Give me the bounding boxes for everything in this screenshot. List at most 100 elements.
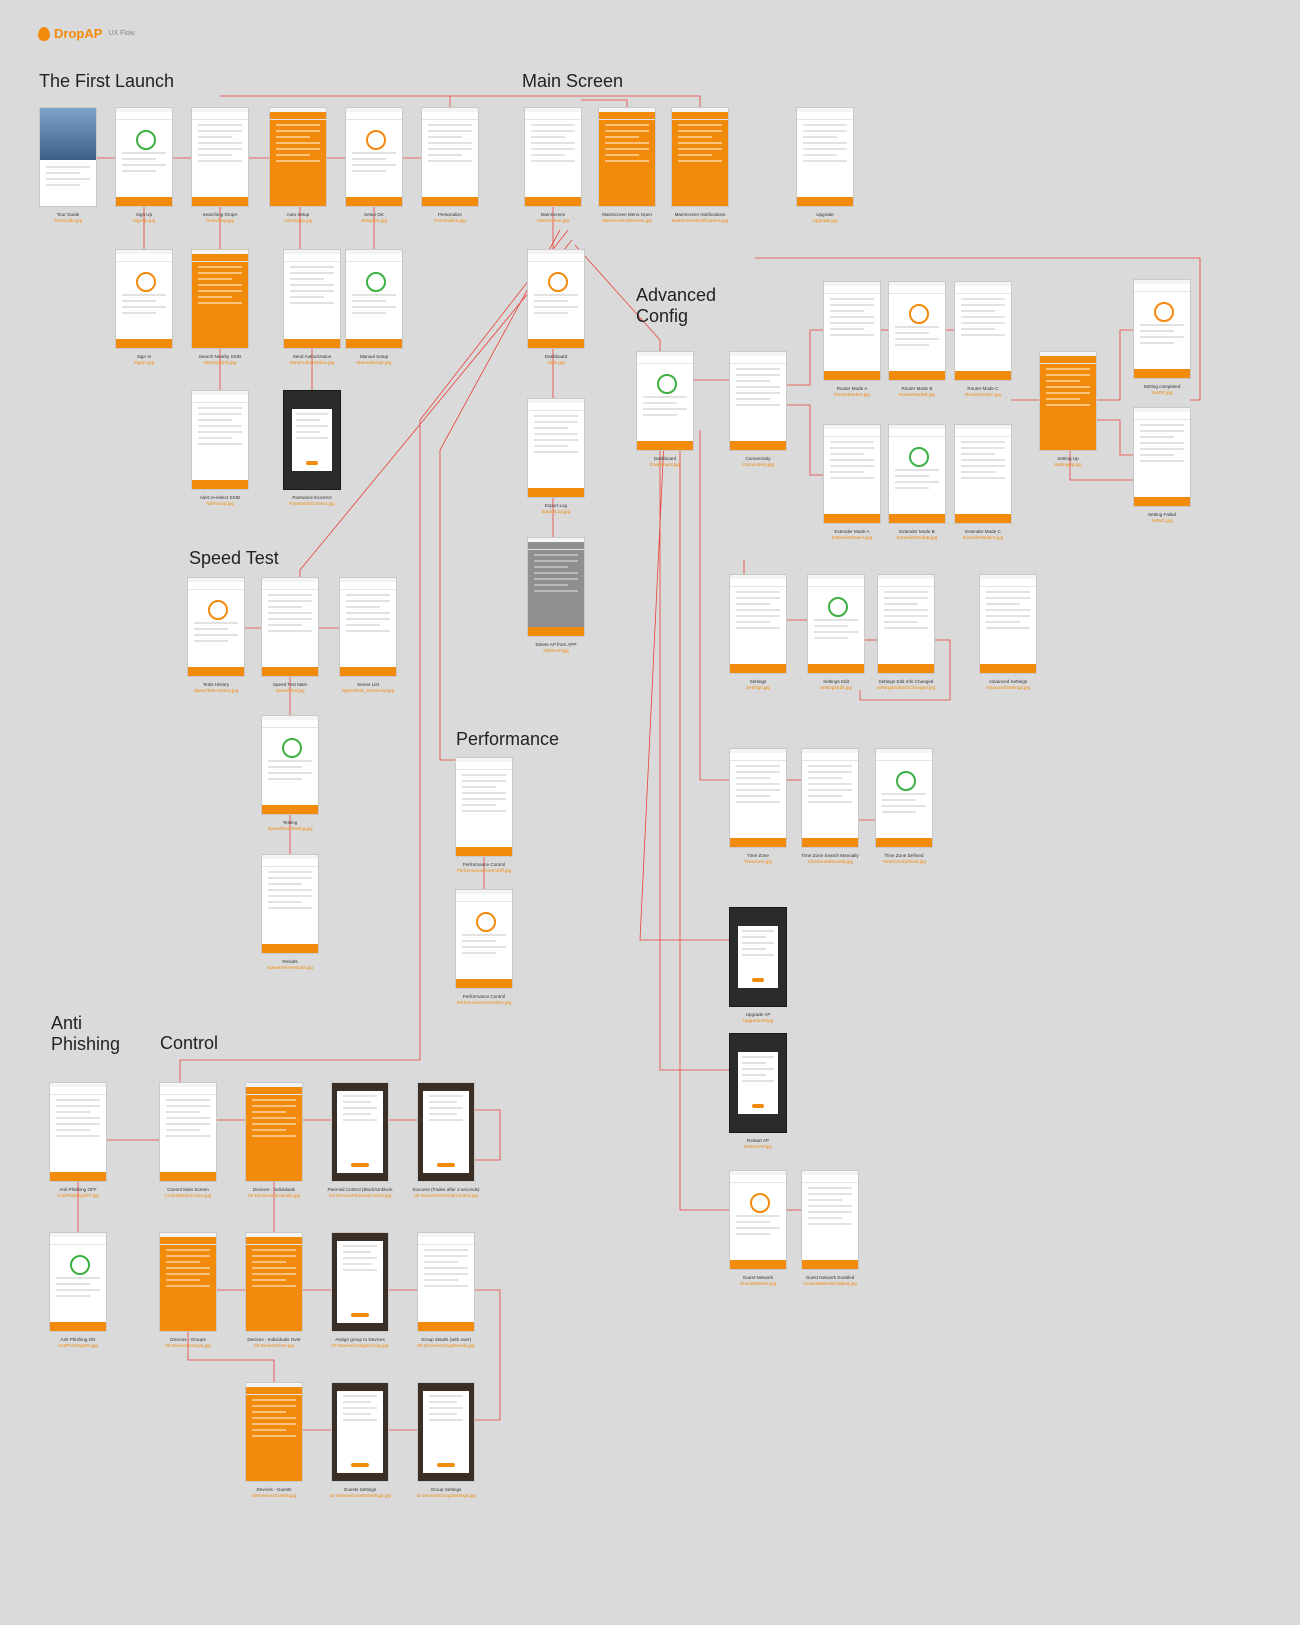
bottom-action-bar[interactable]: [797, 197, 853, 206]
bottom-action-bar[interactable]: [284, 339, 340, 348]
bottom-action-bar[interactable]: [824, 514, 880, 523]
bottom-action-bar[interactable]: [730, 664, 786, 673]
bottom-action-bar[interactable]: [802, 1260, 858, 1269]
flow-arrow: [581, 99, 628, 108]
placeholder-line: [46, 172, 80, 174]
bottom-action-bar[interactable]: [878, 664, 934, 673]
bottom-action-bar[interactable]: [456, 979, 512, 988]
bottom-action-bar[interactable]: [262, 667, 318, 676]
nav-header: [808, 579, 864, 587]
placeholder-line: [736, 597, 780, 599]
placeholder-line: [882, 793, 926, 795]
screen-title: Anti Phishing ON: [60, 1337, 96, 1342]
bottom-action-bar[interactable]: [730, 838, 786, 847]
bottom-action-bar[interactable]: [192, 197, 248, 206]
modal-button[interactable]: [437, 1463, 455, 1467]
bottom-action-bar[interactable]: [456, 847, 512, 856]
modal-button[interactable]: [437, 1163, 455, 1167]
bottom-action-bar[interactable]: [116, 339, 172, 348]
bottom-action-bar[interactable]: [116, 197, 172, 206]
placeholder-line: [1046, 386, 1090, 388]
screen-filename: 04-DevicesParentalControl.jpg: [328, 1193, 392, 1198]
bottom-action-bar[interactable]: [528, 627, 584, 636]
bottom-action-bar[interactable]: [346, 339, 402, 348]
bottom-action-bar[interactable]: [955, 514, 1011, 523]
placeholder-line: [736, 380, 770, 382]
bottom-action-bar[interactable]: [262, 805, 318, 814]
bottom-action-bar[interactable]: [192, 480, 248, 489]
status-circle-icon: [366, 272, 386, 292]
status-bar: [192, 108, 248, 112]
screen-title: MainScreen: [540, 212, 566, 217]
screen-title: Setup OK: [364, 212, 384, 217]
bottom-action-bar[interactable]: [730, 1260, 786, 1269]
bottom-action-bar[interactable]: [802, 838, 858, 847]
bottom-action-bar[interactable]: [528, 339, 584, 348]
placeholder-line: [678, 136, 712, 138]
placeholder-line: [429, 1107, 463, 1109]
bottom-action-bar[interactable]: [1134, 497, 1190, 506]
modal-button[interactable]: [351, 1463, 369, 1467]
bottom-action-bar[interactable]: [340, 667, 396, 676]
placeholder-line: [198, 431, 242, 433]
bottom-action-bar[interactable]: [262, 944, 318, 953]
bottom-action-bar[interactable]: [188, 667, 244, 676]
modal-button[interactable]: [752, 978, 764, 982]
placeholder-line: [462, 946, 506, 948]
bottom-action-bar[interactable]: [50, 1322, 106, 1331]
bottom-action-bar[interactable]: [889, 371, 945, 380]
screen-filename: 05-SuccessParentalControl.jpg: [414, 1193, 478, 1198]
bottom-action-bar[interactable]: [160, 1172, 216, 1181]
bottom-action-bar[interactable]: [1134, 369, 1190, 378]
bottom-action-bar[interactable]: [824, 371, 880, 380]
modal-button[interactable]: [306, 461, 318, 465]
bottom-action-bar[interactable]: [418, 1322, 474, 1331]
placeholder-line: [808, 789, 852, 791]
placeholder-line: [1046, 374, 1090, 376]
bottom-action-bar[interactable]: [525, 197, 581, 206]
bottom-action-bar[interactable]: [50, 1172, 106, 1181]
status-bar: [730, 575, 786, 579]
placeholder-line: [343, 1113, 371, 1115]
placeholder-line: [742, 1080, 774, 1082]
flow-arrow: [786, 329, 824, 386]
modal-card: [738, 1052, 778, 1114]
screen-filename: MainScreenNotifications.jpg: [671, 218, 729, 223]
bottom-action-bar[interactable]: [955, 371, 1011, 380]
status-bar: [160, 1083, 216, 1087]
bottom-action-bar[interactable]: [980, 664, 1036, 673]
screen-connectivity: [730, 352, 786, 450]
bottom-action-bar[interactable]: [808, 664, 864, 673]
screen-title: Group details (with over): [420, 1337, 472, 1342]
placeholder-line: [830, 471, 864, 473]
flow-arrow: [659, 440, 730, 1071]
placeholder-line: [736, 1227, 780, 1229]
bottom-action-bar[interactable]: [422, 197, 478, 206]
placeholder-line: [531, 148, 575, 150]
bottom-action-bar[interactable]: [346, 197, 402, 206]
placeholder-line: [736, 777, 770, 779]
placeholder-line: [605, 130, 649, 132]
placeholder-line: [534, 294, 578, 296]
modal-button[interactable]: [351, 1313, 369, 1317]
nav-header: [50, 1087, 106, 1095]
modal-button[interactable]: [351, 1163, 369, 1167]
placeholder-line: [352, 312, 386, 314]
status-bar: [889, 282, 945, 286]
modal-button[interactable]: [752, 1104, 764, 1108]
bottom-action-bar[interactable]: [637, 441, 693, 450]
nav-header: [824, 286, 880, 294]
bottom-action-bar[interactable]: [528, 488, 584, 497]
screen-title: Devices - Individuals: [252, 1187, 296, 1192]
placeholder-line: [462, 804, 496, 806]
bottom-action-bar[interactable]: [876, 838, 932, 847]
status-circle-icon: [750, 1193, 770, 1213]
placeholder-line: [830, 441, 874, 443]
nav-header: [192, 395, 248, 403]
bottom-action-bar[interactable]: [889, 514, 945, 523]
bottom-action-bar[interactable]: [730, 441, 786, 450]
status-bar: [1040, 352, 1096, 356]
